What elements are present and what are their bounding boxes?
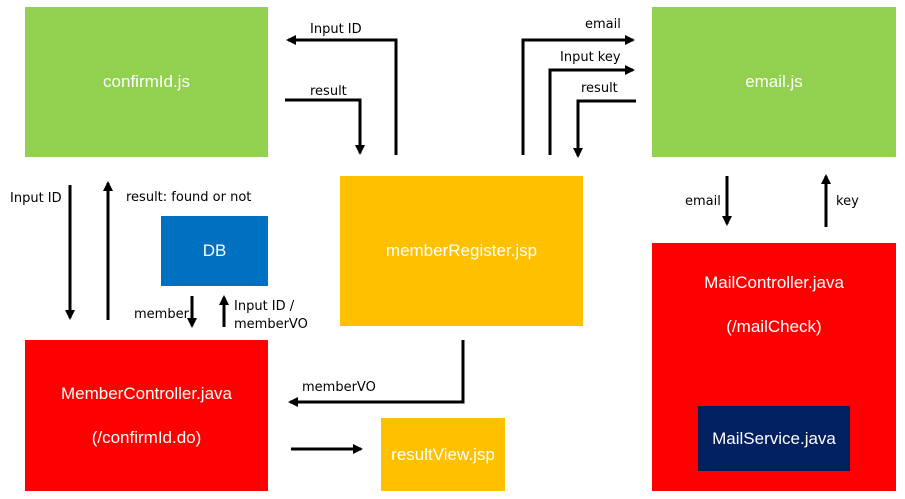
- label-input-id-membervo-1: Input ID /: [234, 299, 295, 314]
- member-controller-path: (/confirmId.do): [91, 427, 202, 447]
- label-member: member: [134, 307, 189, 322]
- arrow-membervo-to-controller: [288, 340, 465, 407]
- label-input-id-membervo-2: memberVO: [234, 317, 308, 332]
- label-input-id-left: Input ID: [10, 191, 62, 206]
- label-result-email: result: [581, 81, 618, 96]
- member-register-jsp-label: memberRegister.jsp: [385, 241, 538, 260]
- mail-controller-label: MailController.java: [704, 273, 844, 292]
- db-box: DB: [161, 216, 268, 286]
- member-controller-label: MemberController.java: [60, 383, 232, 403]
- label-input-key: Input key: [560, 50, 621, 65]
- label-result-found: result: found or not: [126, 190, 252, 205]
- member-controller-box: MemberController.java (/confirmId.do): [25, 340, 268, 491]
- arrow-result-to-register-email: [573, 99, 636, 158]
- label-key: key: [836, 194, 859, 209]
- label-input-id-top: Input ID: [310, 22, 362, 37]
- arrow-result-to-register: [285, 98, 365, 155]
- mail-service-box: MailService.java: [698, 406, 850, 471]
- label-membervo: memberVO: [302, 380, 376, 395]
- mail-controller-path: (/mailCheck): [726, 317, 822, 336]
- confirmid-js-label: confirmId.js: [103, 72, 190, 91]
- label-email-right: email: [685, 194, 721, 209]
- label-email-top: email: [585, 17, 621, 32]
- arrow-email-to-emailjs: [521, 35, 635, 155]
- email-js-box: email.js: [652, 7, 896, 157]
- mail-service-label: MailService.java: [712, 428, 836, 448]
- confirmid-js-box: confirmId.js: [25, 7, 268, 157]
- label-result-top: result: [310, 84, 347, 99]
- member-register-jsp-box: memberRegister.jsp: [340, 176, 583, 326]
- arrow-input-id-to-confirmid: [286, 35, 398, 155]
- result-view-jsp-label: resultView.jsp: [391, 444, 495, 464]
- arrow-input-key-to-emailjs: [548, 65, 635, 155]
- email-js-label: email.js: [745, 72, 803, 91]
- result-view-jsp-box: resultView.jsp: [381, 418, 505, 491]
- db-label: DB: [202, 241, 227, 260]
